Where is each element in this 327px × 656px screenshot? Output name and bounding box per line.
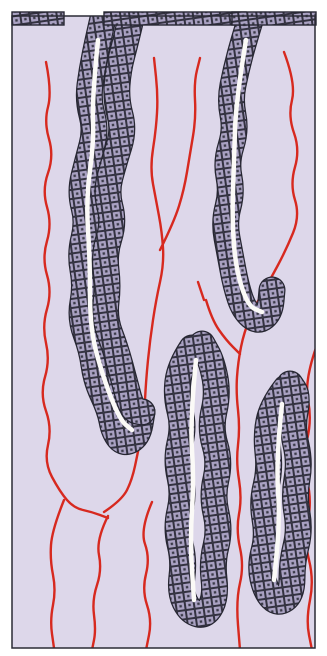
surface-epithelium (12, 12, 64, 25)
surface-epithelium (104, 12, 246, 25)
surface-epithelium (232, 12, 316, 25)
surface-epithelium-layer (12, 12, 316, 25)
